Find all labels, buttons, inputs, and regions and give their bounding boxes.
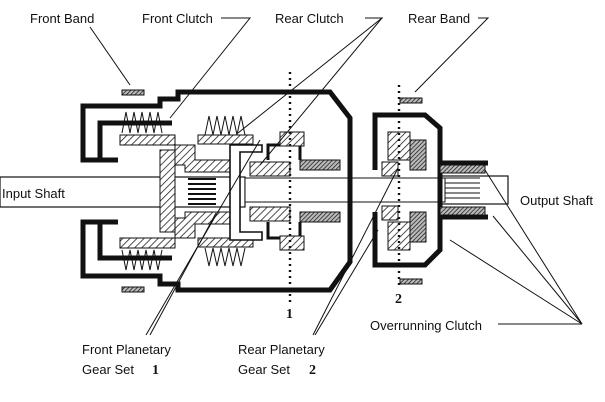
front-band-top bbox=[121, 89, 145, 96]
label-output-shaft: Output Shaft bbox=[520, 193, 593, 208]
label-rear-band: Rear Band bbox=[408, 11, 470, 26]
output-shaft bbox=[439, 175, 509, 205]
label-rear-planetary: Rear Planetary bbox=[238, 342, 325, 357]
rear-planetary-gears bbox=[381, 131, 427, 251]
label-front-planetary-gear-set: Gear Set bbox=[82, 362, 134, 377]
rear-planetary-carrier bbox=[229, 131, 341, 251]
label-rear-planetary-gear-set: Gear Set bbox=[238, 362, 290, 377]
overrunning-clutch bbox=[439, 164, 486, 216]
label-front-planetary-number: 1 bbox=[152, 363, 159, 378]
label-overrunning-clutch: Overrunning Clutch bbox=[370, 318, 482, 333]
label-front-clutch: Front Clutch bbox=[142, 11, 213, 26]
label-front-planetary: Front Planetary bbox=[82, 342, 171, 357]
front-planetary-splines bbox=[188, 178, 216, 205]
section-label-2: 2 bbox=[395, 292, 402, 307]
rear-band-bottom bbox=[399, 278, 423, 285]
leader-lines bbox=[89, 17, 583, 336]
label-rear-planetary-number: 2 bbox=[309, 363, 316, 378]
rear-clutch-pack bbox=[197, 115, 254, 267]
front-band-bottom bbox=[121, 286, 145, 293]
front-hub bbox=[159, 144, 231, 239]
rear-band-top bbox=[399, 97, 423, 104]
label-rear-clutch: Rear Clutch bbox=[275, 11, 344, 26]
front-clutch-pack bbox=[119, 111, 176, 271]
rear-drum-housing bbox=[372, 112, 488, 268]
intermediate-shaft bbox=[244, 177, 446, 203]
label-input-shaft: Input Shaft bbox=[2, 186, 65, 201]
label-front-band: Front Band bbox=[30, 11, 94, 26]
section-label-1: 1 bbox=[286, 307, 293, 322]
